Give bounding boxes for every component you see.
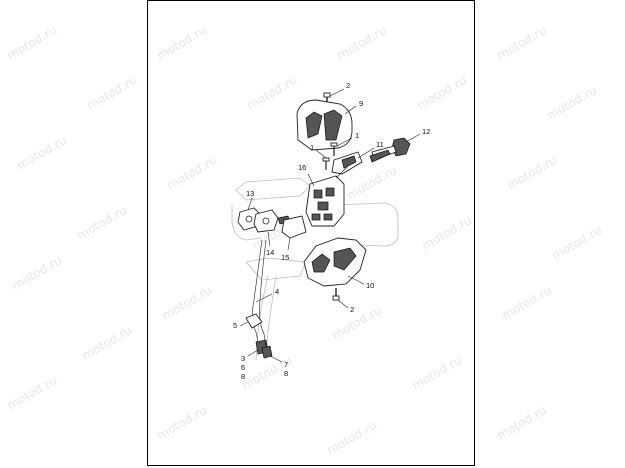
callout-label: 13	[246, 189, 254, 198]
callout-label: 1	[310, 143, 314, 152]
watermark-text: motod.ru	[545, 83, 600, 123]
screw-lower	[332, 288, 340, 301]
watermark-text: motod.ru	[330, 303, 385, 343]
switch-housing-upper	[296, 99, 353, 151]
watermark-text: motod.ru	[495, 403, 550, 443]
callout-label: 9	[359, 99, 363, 108]
callout-label: 16	[298, 163, 306, 172]
watermark-text: motod.ru	[10, 253, 65, 293]
watermark-text: motod.ru	[160, 283, 215, 323]
switch-assembly	[305, 165, 349, 227]
watermark-text: motod.ru	[345, 163, 400, 203]
watermark-text: motod.ru	[505, 153, 560, 193]
contact-block	[281, 215, 307, 239]
watermark-text: motod.ru	[85, 73, 140, 113]
callout-label: 8	[284, 369, 288, 378]
callout-label: 8	[241, 372, 245, 381]
watermark-text: motod.ru	[500, 283, 555, 323]
watermark-text: motod.ru	[245, 73, 300, 113]
watermark-text: motod.ru	[5, 373, 60, 413]
watermark-text: motod.ru	[495, 23, 550, 63]
watermark-text: motod.ru	[155, 403, 210, 443]
watermark-text: motod.ru	[75, 203, 130, 243]
callout-label: 4	[275, 287, 279, 296]
diagram-frame	[147, 0, 475, 466]
callout-labels: 2 9 1 1 11 12 16 13 14 15 10 2 4 5 3 6 8…	[233, 81, 430, 381]
watermark-text: motod.ru	[410, 353, 465, 393]
watermark-text: motod.ru	[15, 133, 70, 173]
watermark-text: motod.ru	[415, 73, 470, 113]
callout-label: 2	[346, 81, 350, 90]
watermark-text: motod.ru	[325, 418, 380, 458]
callout-label: 14	[266, 248, 274, 257]
watermark-layer: motod.ru motod.ru motod.ru motod.ru moto…	[5, 23, 605, 458]
callout-label: 6	[241, 363, 245, 372]
callout-label: 10	[366, 281, 374, 290]
callout-label: 1	[355, 131, 359, 140]
callout-label: 11	[376, 140, 384, 149]
callout-label: 5	[233, 321, 237, 330]
switch-housing-lower	[303, 237, 367, 287]
screw-small	[322, 142, 338, 170]
watermark-text: motod.ru	[335, 23, 390, 63]
watermark-text: motod.ru	[550, 223, 605, 263]
watermark-text: motod.ru	[420, 213, 475, 253]
callout-label: 7	[284, 360, 288, 369]
callout-label: 15	[281, 253, 289, 262]
handlebar-ghost-outline	[231, 177, 399, 361]
callout-label: 12	[422, 127, 430, 136]
watermark-text: motod.ru	[5, 23, 60, 63]
callout-label: 2	[350, 305, 354, 314]
watermark-text: motod.ru	[155, 23, 210, 63]
leader-lines	[239, 88, 421, 363]
watermark-text: motod.ru	[80, 323, 135, 363]
callout-label: 3	[241, 354, 245, 363]
wiring-harness	[245, 239, 273, 359]
switch-button	[369, 137, 411, 163]
watermark-text: motod.ru	[165, 153, 220, 193]
switch-wedge	[331, 151, 363, 175]
